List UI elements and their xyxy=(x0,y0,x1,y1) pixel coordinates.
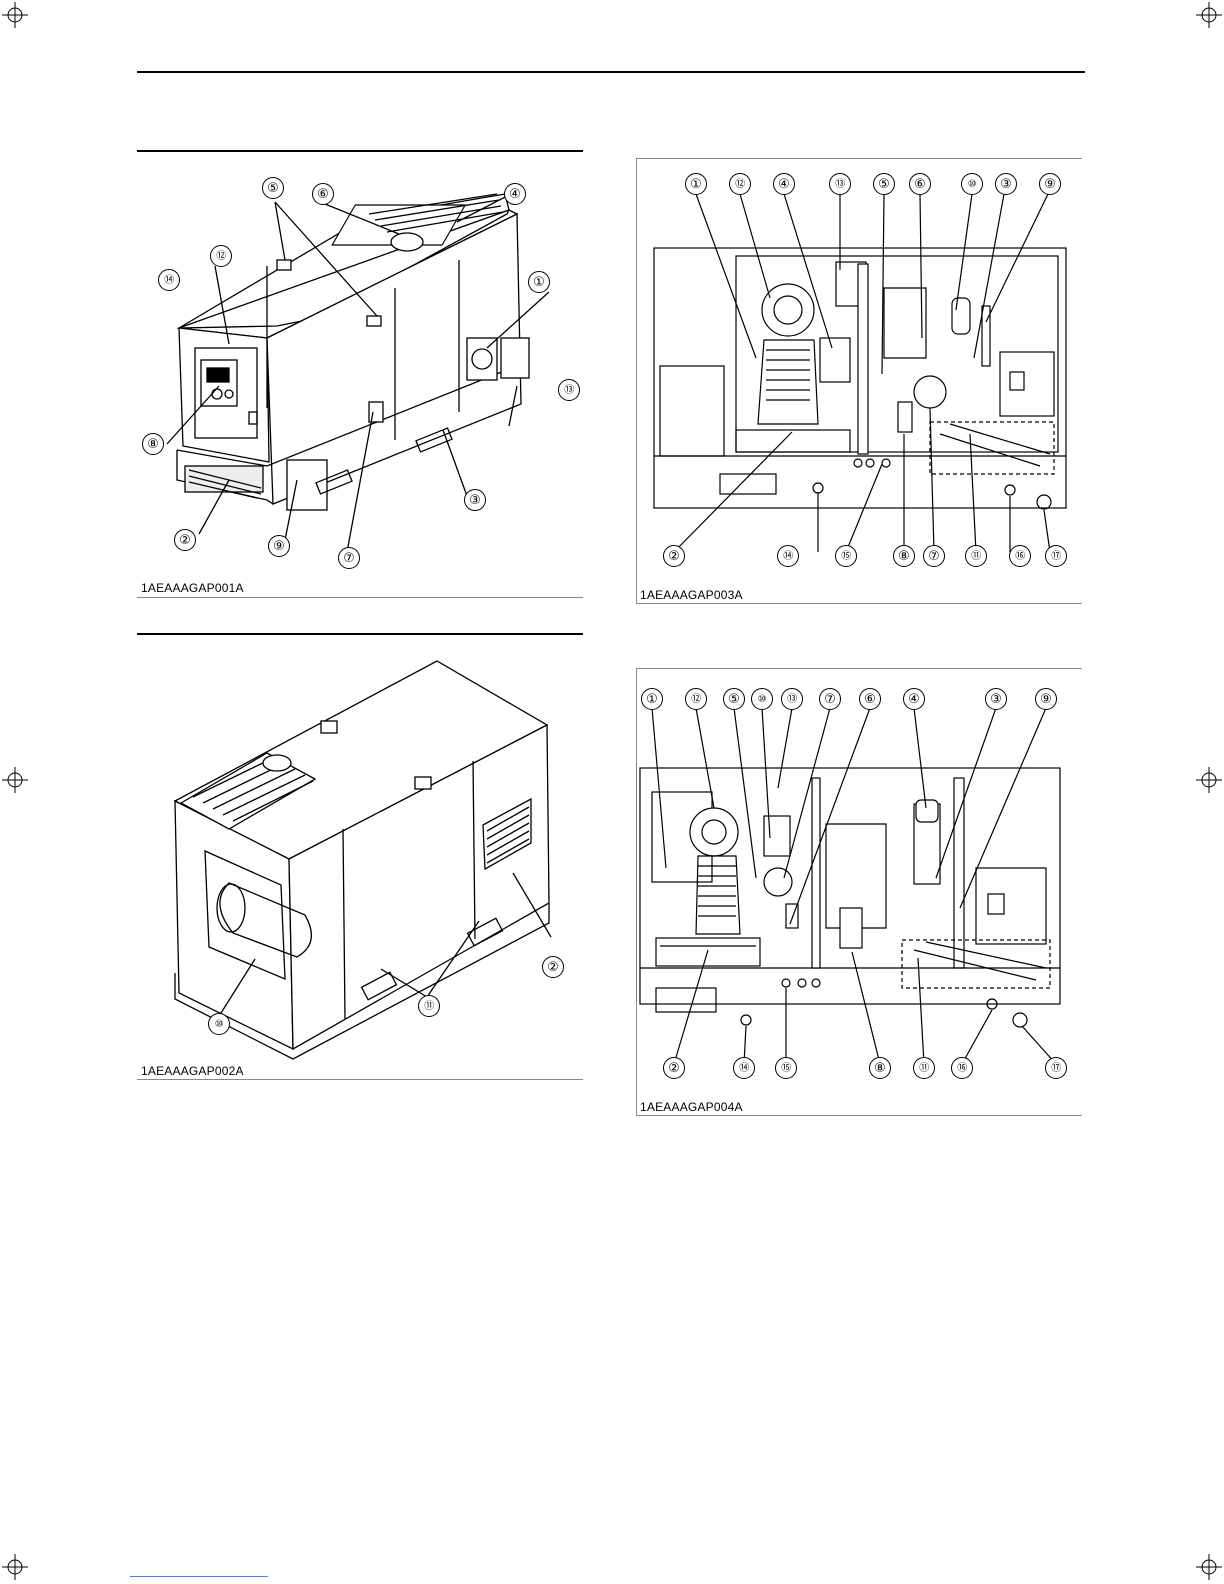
callout-11: ⑪ xyxy=(913,1057,935,1079)
callout-12: ⑫ xyxy=(210,245,232,267)
figure-caption: 1AEAAAGAP004A xyxy=(640,1100,743,1114)
figure-caption: 1AEAAAGAP003A xyxy=(640,588,743,602)
callout-8: ⑧ xyxy=(869,1057,891,1079)
registration-mark-mid-left xyxy=(0,765,30,795)
callout-12: ⑫ xyxy=(685,688,707,710)
callout-6: ⑥ xyxy=(909,173,931,195)
callout-2: ② xyxy=(174,529,196,551)
callout-13: ⑬ xyxy=(781,688,803,710)
callout-15: ⑮ xyxy=(835,545,857,567)
generator-interior-illustration xyxy=(636,158,1082,604)
callout-2: ② xyxy=(663,1057,685,1079)
callout-10: ⑩ xyxy=(208,1013,230,1035)
callout-13: ⑬ xyxy=(558,379,580,401)
callout-3: ③ xyxy=(985,688,1007,710)
figure-interior-view-2: ① ⑫ ⑤ ⑩ ⑬ ⑦ ⑥ ④ ③ ⑨ ② ⑭ ⑮ ⑧ ⑪ ⑯ ⑰ 1AEAAA… xyxy=(636,668,1082,1116)
callout-14: ⑭ xyxy=(777,545,799,567)
callout-2: ② xyxy=(542,956,564,978)
callout-10: ⑩ xyxy=(751,688,773,710)
callout-16: ⑯ xyxy=(951,1057,973,1079)
callout-11: ⑪ xyxy=(965,545,987,567)
callout-7: ⑦ xyxy=(338,547,360,569)
figure-interior-view-1: ① ⑫ ④ ⑬ ⑤ ⑥ ⑩ ③ ⑨ ② ⑭ ⑮ ⑧ ⑦ ⑪ ⑯ ⑰ 1AEAAA… xyxy=(636,158,1082,604)
callout-13: ⑬ xyxy=(829,173,851,195)
callout-5: ⑤ xyxy=(262,177,284,199)
callout-9: ⑨ xyxy=(1039,173,1061,195)
callout-5: ⑤ xyxy=(723,688,745,710)
callout-14: ⑭ xyxy=(158,269,180,291)
generator-front-illustration xyxy=(137,150,583,598)
callout-6: ⑥ xyxy=(859,688,881,710)
callout-12: ⑫ xyxy=(729,173,751,195)
registration-mark-bottom-left xyxy=(0,1552,30,1582)
callout-11: ⑪ xyxy=(418,995,440,1017)
registration-mark-top-right xyxy=(1194,0,1224,30)
registration-mark-mid-right xyxy=(1194,765,1224,795)
registration-mark-bottom-right xyxy=(1194,1552,1224,1582)
callout-16: ⑯ xyxy=(1009,545,1031,567)
figure-caption: 1AEAAAGAP001A xyxy=(141,581,244,595)
callout-1: ① xyxy=(685,173,707,195)
callout-4: ④ xyxy=(773,173,795,195)
header-rule xyxy=(137,71,1085,73)
callout-4: ④ xyxy=(504,183,526,205)
callout-1: ① xyxy=(641,688,663,710)
callout-5: ⑤ xyxy=(873,173,895,195)
callout-15: ⑮ xyxy=(775,1057,797,1079)
callout-3: ③ xyxy=(464,489,486,511)
footer-link-underline xyxy=(130,1576,268,1577)
callout-8: ⑧ xyxy=(893,545,915,567)
figure-rear-view: ② ⑪ ⑩ 1AEAAAGAP002A xyxy=(137,633,583,1080)
callout-1: ① xyxy=(528,271,550,293)
callout-17: ⑰ xyxy=(1045,1057,1067,1079)
callout-9: ⑨ xyxy=(268,535,290,557)
callout-6: ⑥ xyxy=(312,183,334,205)
generator-rear-illustration xyxy=(137,633,583,1080)
generator-interior-illustration xyxy=(636,668,1082,1116)
callout-17: ⑰ xyxy=(1045,545,1067,567)
callout-3: ③ xyxy=(995,173,1017,195)
callout-7: ⑦ xyxy=(923,545,945,567)
figure-front-view: ⑤ ⑥ ④ ⑫ ⑭ ① ⑬ ⑧ ③ ② ⑨ ⑦ 1AEAAAGAP001A xyxy=(137,150,583,598)
callout-4: ④ xyxy=(903,688,925,710)
callout-8: ⑧ xyxy=(142,433,164,455)
callout-10: ⑩ xyxy=(961,173,983,195)
callout-14: ⑭ xyxy=(733,1057,755,1079)
figure-caption: 1AEAAAGAP002A xyxy=(141,1064,244,1078)
callout-2: ② xyxy=(663,545,685,567)
callout-7: ⑦ xyxy=(819,688,841,710)
registration-mark-top-left xyxy=(0,0,30,30)
callout-9: ⑨ xyxy=(1035,688,1057,710)
